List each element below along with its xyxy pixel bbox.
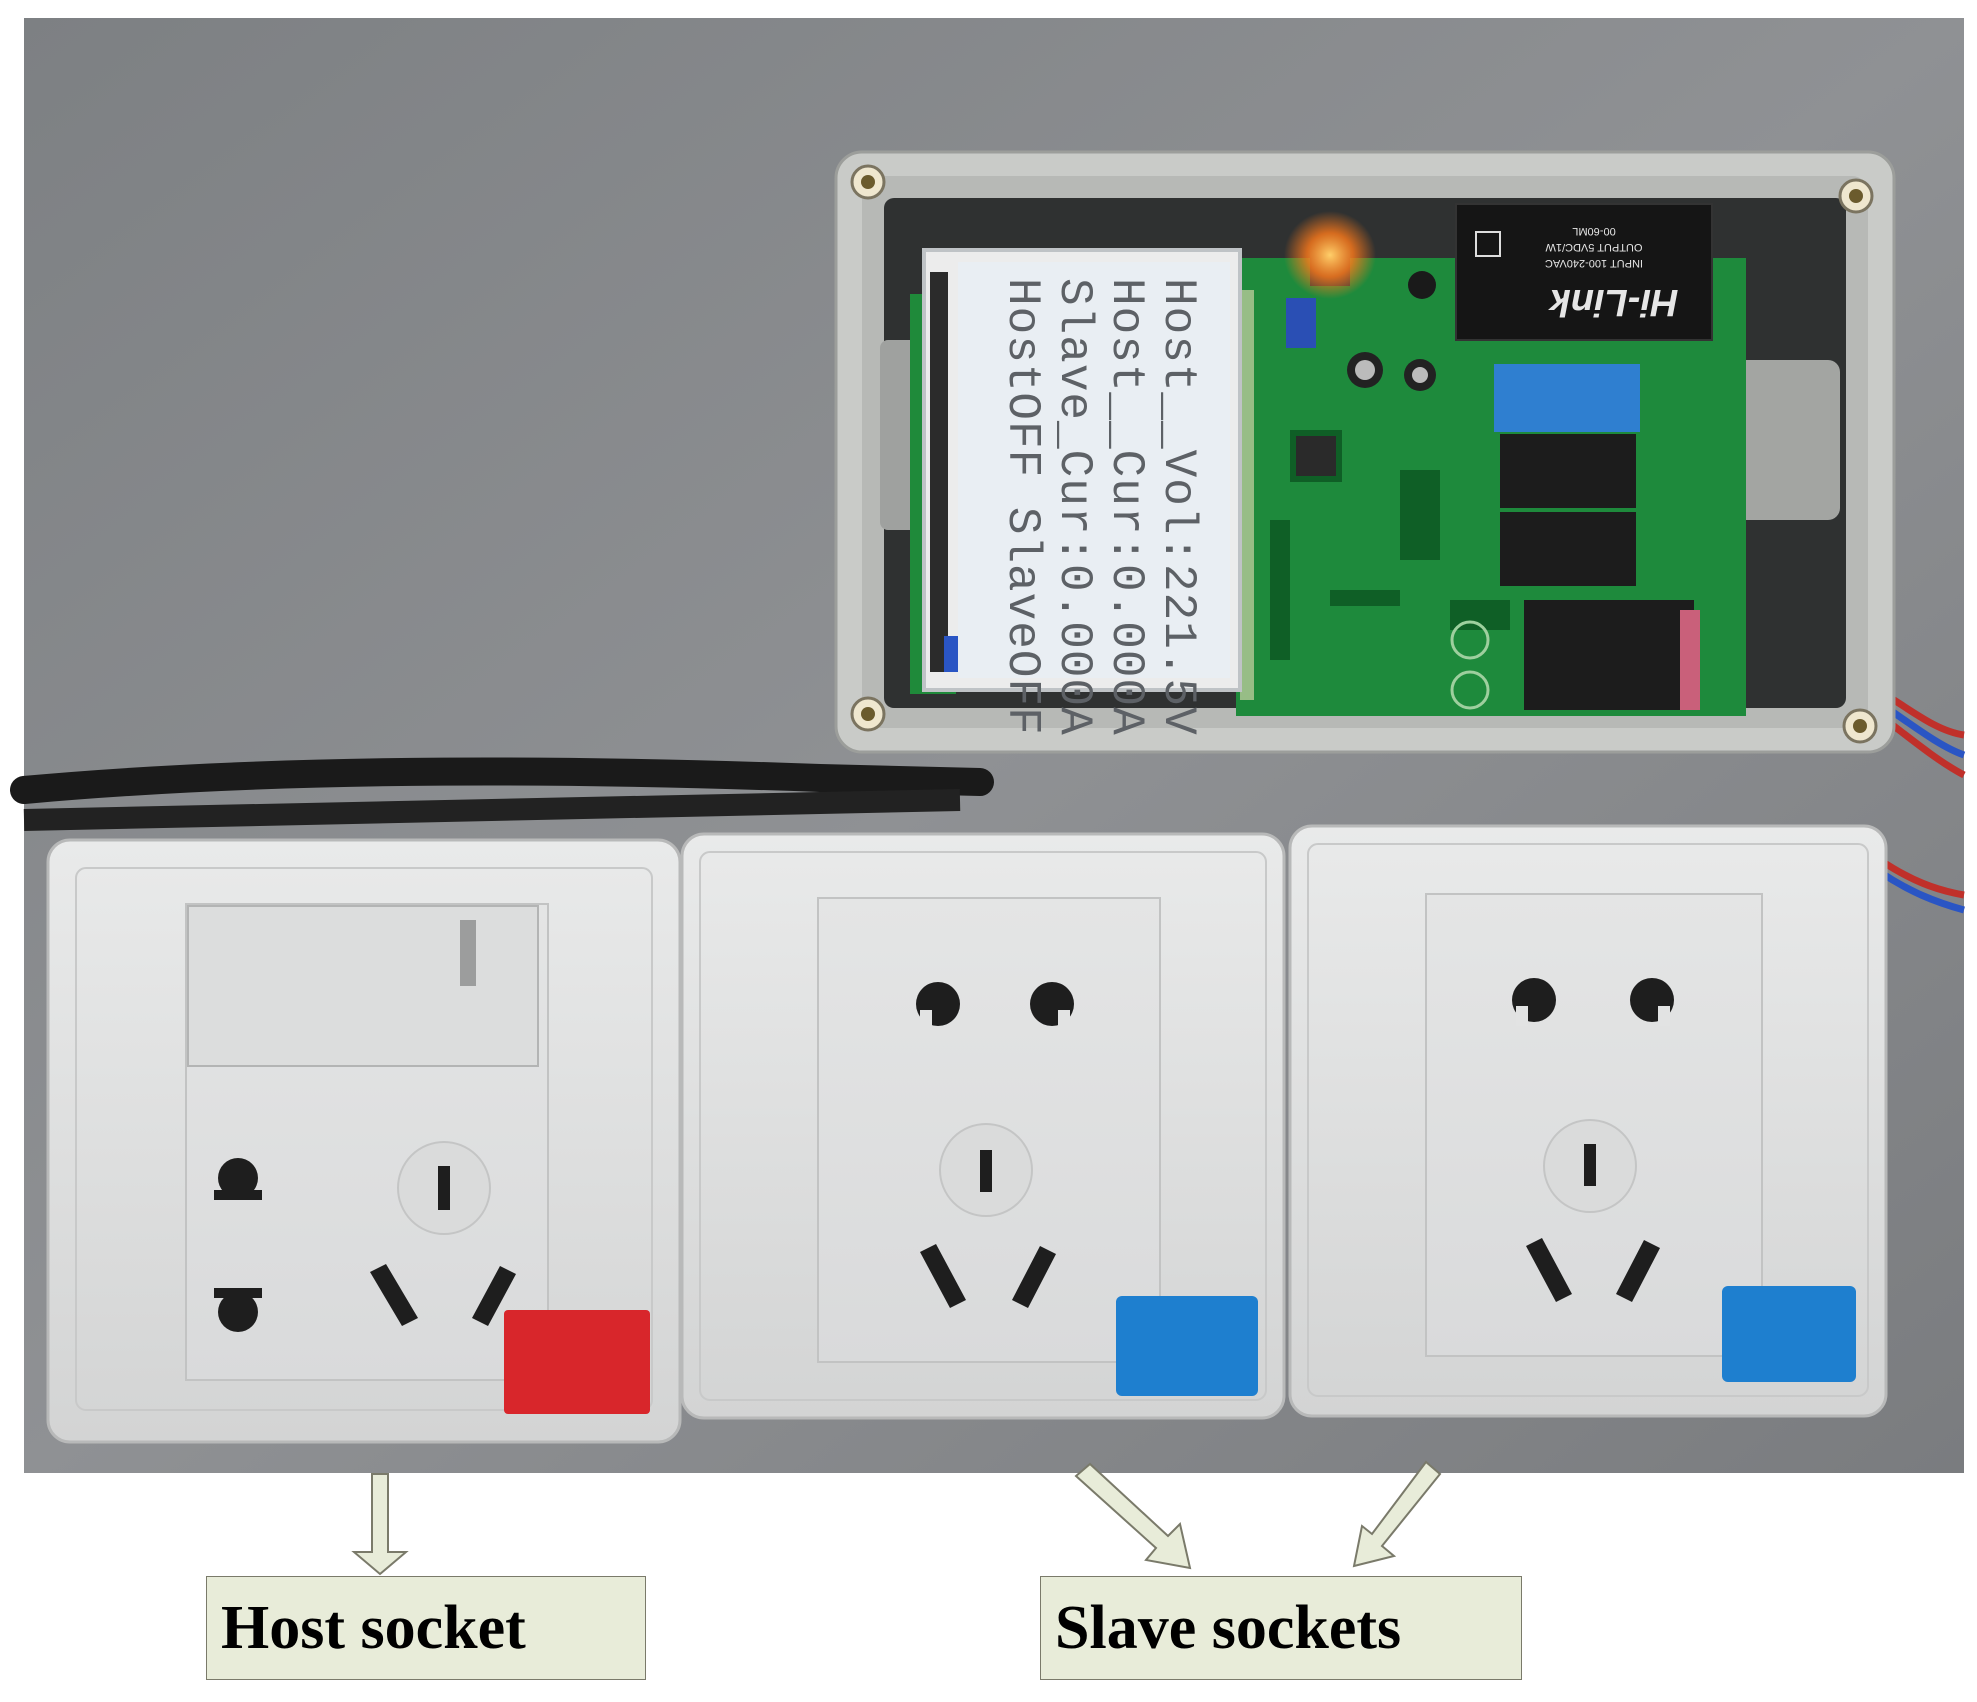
host-socket-label: Host socket xyxy=(206,1576,646,1680)
slave-marker xyxy=(1722,1286,1856,1382)
arrow-icon xyxy=(351,1473,409,1576)
arrow-icon xyxy=(1352,1460,1442,1568)
lcd-line-2: Host__Cur:0.000A xyxy=(1100,278,1152,736)
switch-indicator xyxy=(460,920,476,986)
slave-socket-panel-1 xyxy=(680,832,1286,1420)
module-input: INPUT 100-240VAC xyxy=(1545,257,1643,269)
host-socket-panel xyxy=(46,838,682,1444)
power-cable-2 xyxy=(23,789,961,831)
relay-components xyxy=(1494,364,1700,710)
lcd-line-4: HostOFF SlaveOFF xyxy=(996,278,1048,736)
lcd-display: Host__Vol:221.5V Host__Cur:0.000A Slave_… xyxy=(922,248,1242,736)
three-pin-outlet-icon xyxy=(370,1141,516,1326)
slave-sockets-label: Slave sockets xyxy=(1040,1576,1522,1680)
two-pin-outlet-icon xyxy=(1512,978,1674,1026)
two-pin-outlet-icon xyxy=(214,1158,262,1332)
module-output: OUTPUT 5VDC/1W xyxy=(1545,241,1643,253)
slave-socket-panel-2 xyxy=(1288,824,1888,1418)
slave-marker xyxy=(1116,1296,1258,1396)
power-module: Hi-Link INPUT 100-240VAC OUTPUT 5VDC/1W … xyxy=(1455,203,1713,341)
module-brand: Hi-Link xyxy=(1548,281,1679,323)
host-socket-label-text: Host socket xyxy=(221,1593,526,1662)
jumper xyxy=(1286,298,1316,348)
lcd-line-3: Slave_Cur:0.000A xyxy=(1048,278,1100,736)
module-model: 00-60ML xyxy=(1572,225,1615,237)
power-cable xyxy=(10,757,994,804)
rocker-switch[interactable] xyxy=(187,905,539,1067)
screw-icon xyxy=(850,164,1878,744)
host-marker xyxy=(504,1310,650,1414)
two-pin-outlet-icon xyxy=(916,982,1074,1030)
lcd-line-1: Host__Vol:221.5V xyxy=(1152,278,1204,736)
arrow-icon xyxy=(1074,1462,1192,1570)
three-pin-outlet-icon xyxy=(920,1123,1056,1308)
led-glow-icon xyxy=(1284,211,1376,299)
slave-sockets-label-text: Slave sockets xyxy=(1055,1593,1402,1662)
three-pin-outlet-icon xyxy=(1526,1119,1660,1302)
